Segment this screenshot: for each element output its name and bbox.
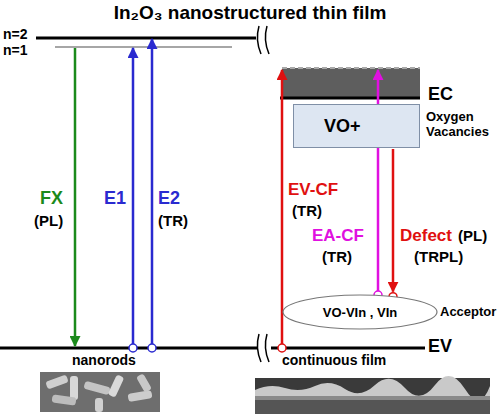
band-label: (TR) [292,202,322,219]
label-wrap: EV-CF [288,180,338,200]
transition-arrow [74,48,77,346]
diagram-title: In₂O₃ nanostructured thin film [114,2,387,23]
conduction-band [282,68,420,97]
label-wrap: nanorods [72,352,136,368]
transition-arrow [151,39,154,344]
label-wrap: (TR) [158,212,188,229]
label-wrap: Oxygen Vacancies [426,110,494,140]
band-label: FX [40,188,63,208]
transition-arrow [132,48,135,344]
label-wrap: EC [428,84,453,105]
band-label: EC [428,84,453,104]
band-label: nanorods [72,352,136,368]
axis-break [265,26,269,54]
band-label: (TRPL) [414,248,463,265]
acceptor-ellipse: VO-VIn , VIn [282,294,438,330]
band-label: EV [428,336,452,356]
band-label: (TR) [322,248,352,265]
transition-arrow [392,149,395,292]
label-wrap: n=2 [3,26,28,42]
sem-image [255,376,490,414]
band-label: EV-CF [288,180,338,199]
title-wrap: In₂O₃ nanostructured thin film [0,2,500,24]
axis-break [257,332,271,362]
label-wrap: EV [428,336,452,357]
hole-circle [148,344,156,352]
node-text: VO-VIn , VIn [323,305,397,320]
band-label: Oxygen Vacancies [426,109,489,139]
band-edge-dashed [282,67,420,69]
axis-break [257,334,261,362]
band-edge-line [0,347,425,350]
transition-arrow [281,70,284,344]
label-wrap: (TR) [322,248,352,265]
band-label: E2 [158,188,180,208]
label-wrap: n=1 [3,42,28,58]
band-label: n=1 [3,42,28,58]
band-label: (PL) [34,212,63,229]
band-label: (PL) [458,227,487,244]
band-edge-line [280,97,420,100]
label-wrap: Defect [400,226,452,246]
label-wrap: (PL) [458,227,487,244]
label-wrap: (TR) [292,202,322,219]
node-text-wrap: VO-VIn , VIn [323,305,397,320]
axis-break [257,26,261,54]
label-wrap: Acceptor [440,305,496,320]
band-label: continuous film [282,352,386,368]
label-wrap: EA-CF [312,226,364,246]
hole-circle [278,344,286,352]
node-text-wrap: VO+ [324,116,361,137]
level-line [55,46,232,48]
transition-connector-group [389,149,397,301]
label-wrap: continuous film [282,352,386,368]
label-wrap: (TRPL) [414,248,463,265]
level-line [36,37,256,40]
label-wrap: E2 [158,188,180,209]
band-label: EA-CF [312,226,364,245]
band-label: Defect [400,226,452,245]
label-wrap: E1 [104,188,126,209]
band-label: n=2 [3,26,28,42]
axis-break [265,334,269,362]
band-label: Acceptor [440,304,496,319]
vacancy-box: VO+ [293,104,420,148]
band-label: (TR) [158,212,188,229]
label-wrap: FX [40,188,63,209]
band-label: E1 [104,188,126,208]
sem-image [40,372,160,412]
hole-circle [129,344,137,352]
node-text: VO+ [324,116,361,137]
label-wrap: (PL) [34,212,63,229]
